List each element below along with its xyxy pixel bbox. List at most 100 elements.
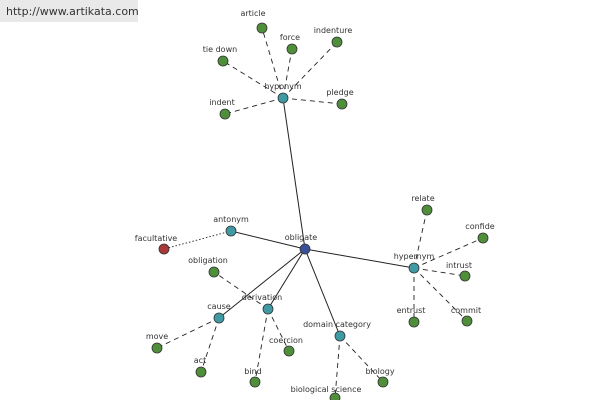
node-label-hyponym: hyponym	[264, 82, 302, 91]
edge-obligate-cause	[218, 248, 306, 319]
url-banner: http://www.artikata.com	[0, 0, 139, 22]
node-label-biological-science: biological science	[291, 385, 362, 394]
node-label-entrust: entrust	[397, 306, 426, 315]
node-circle-act[interactable]	[195, 366, 207, 378]
edge-domain-category-biological-science	[334, 335, 341, 399]
node-circle-biological-science[interactable]	[329, 392, 341, 400]
node-antonym[interactable]: antonym	[213, 215, 249, 237]
node-circle-confide[interactable]	[477, 232, 489, 244]
node-facultative[interactable]: facultative	[135, 234, 178, 255]
node-circle-obligation[interactable]	[208, 266, 220, 278]
edge-antonym-facultative	[163, 230, 232, 250]
node-label-tie-down: tie down	[203, 45, 237, 54]
edge-obligate-antonym	[230, 230, 306, 250]
url-text[interactable]: http://www.artikata.com	[6, 4, 139, 18]
node-circle-indent[interactable]	[219, 108, 231, 120]
node-label-biology: biology	[365, 367, 394, 376]
node-label-relate: relate	[411, 194, 434, 203]
node-label-pledge: pledge	[326, 88, 353, 97]
edge-hypernym-relate	[413, 209, 428, 269]
node-article[interactable]: article	[240, 9, 268, 34]
node-label-commit: commit	[451, 306, 481, 315]
node-circle-obligate[interactable]	[299, 243, 311, 255]
nodes-layer: obligate hyponym antonym hypernym cause deriv…	[135, 9, 495, 400]
edge-hyponym-indent	[224, 97, 284, 115]
node-derivation[interactable]: derivation	[242, 293, 282, 315]
node-label-indenture: indenture	[314, 26, 353, 35]
edge-derivation-obligation	[213, 271, 269, 310]
node-intrust[interactable]: intrust	[446, 261, 472, 282]
edge-derivation-bind	[254, 308, 269, 383]
node-label-article: article	[240, 9, 265, 18]
node-circle-bind[interactable]	[249, 376, 261, 388]
node-hyponym[interactable]: hyponym	[264, 82, 302, 104]
node-confide[interactable]: confide	[465, 222, 495, 244]
node-circle-indenture[interactable]	[331, 36, 343, 48]
node-circle-force[interactable]	[286, 43, 298, 55]
node-label-antonym: antonym	[213, 215, 249, 224]
node-circle-tie-down[interactable]	[217, 55, 229, 67]
node-label-intrust: intrust	[446, 261, 472, 270]
edge-obligate-derivation	[267, 248, 306, 310]
node-label-force: force	[280, 33, 300, 42]
node-obligation[interactable]: obligation	[188, 256, 228, 278]
node-tie-down[interactable]: tie down	[203, 45, 237, 67]
node-move[interactable]: move	[146, 332, 168, 354]
edge-hyponym-article	[261, 27, 284, 99]
node-label-hypernym: hypernym	[394, 252, 435, 261]
edge-obligate-hyponym	[282, 97, 306, 250]
edge-obligate-domain-category	[304, 248, 341, 337]
node-biological-science[interactable]: biological science	[291, 385, 362, 400]
node-label-bind: bind	[244, 367, 261, 376]
edge-cause-move	[156, 317, 220, 349]
node-circle-intrust[interactable]	[459, 270, 471, 282]
node-obligate[interactable]: obligate	[285, 233, 318, 255]
node-biology[interactable]: biology	[365, 367, 395, 388]
node-circle-article[interactable]	[256, 22, 268, 34]
node-commit[interactable]: commit	[451, 306, 481, 327]
edge-hyponym-indenture	[282, 41, 338, 99]
node-label-obligate: obligate	[285, 233, 318, 242]
node-cause[interactable]: cause	[207, 302, 231, 324]
node-label-act: act	[194, 356, 206, 365]
node-label-obligation: obligation	[188, 256, 228, 265]
node-circle-coercion[interactable]	[283, 345, 295, 357]
node-circle-biology[interactable]	[377, 376, 389, 388]
node-hypernym[interactable]: hypernym	[394, 252, 435, 274]
node-circle-derivation[interactable]	[262, 303, 274, 315]
node-act[interactable]: act	[194, 356, 207, 378]
node-circle-hyponym[interactable]	[277, 92, 289, 104]
node-circle-hypernym[interactable]	[408, 262, 420, 274]
node-circle-facultative[interactable]	[158, 243, 170, 255]
node-domain-category[interactable]: domain category	[303, 320, 371, 342]
node-label-indent: indent	[209, 98, 235, 107]
node-coercion[interactable]: coercion	[269, 336, 303, 357]
node-label-derivation: derivation	[242, 293, 282, 302]
node-pledge[interactable]: pledge	[326, 88, 354, 110]
node-circle-entrust[interactable]	[408, 316, 420, 328]
node-force[interactable]: force	[280, 33, 300, 55]
node-entrust[interactable]: entrust	[397, 306, 426, 328]
node-circle-antonym[interactable]	[225, 225, 237, 237]
node-bind[interactable]: bind	[244, 367, 262, 388]
node-circle-move[interactable]	[151, 342, 163, 354]
node-circle-domain-category[interactable]	[334, 330, 346, 342]
node-label-facultative: facultative	[135, 234, 178, 243]
node-indent[interactable]: indent	[209, 98, 235, 120]
edge-hypernym-commit	[413, 267, 468, 322]
node-circle-cause[interactable]	[213, 312, 225, 324]
edge-derivation-coercion	[267, 308, 290, 352]
node-label-confide: confide	[465, 222, 494, 231]
node-indenture[interactable]: indenture	[314, 26, 353, 48]
node-relate[interactable]: relate	[411, 194, 435, 216]
node-label-domain-category: domain category	[303, 320, 371, 329]
edge-cause-act	[200, 317, 220, 373]
node-circle-pledge[interactable]	[336, 98, 348, 110]
edge-domain-category-biology	[339, 335, 384, 383]
edge-hyponym-pledge	[282, 97, 343, 105]
edges-layer	[156, 27, 484, 399]
node-label-move: move	[146, 332, 168, 341]
node-circle-relate[interactable]	[421, 204, 433, 216]
node-circle-commit[interactable]	[461, 315, 473, 327]
